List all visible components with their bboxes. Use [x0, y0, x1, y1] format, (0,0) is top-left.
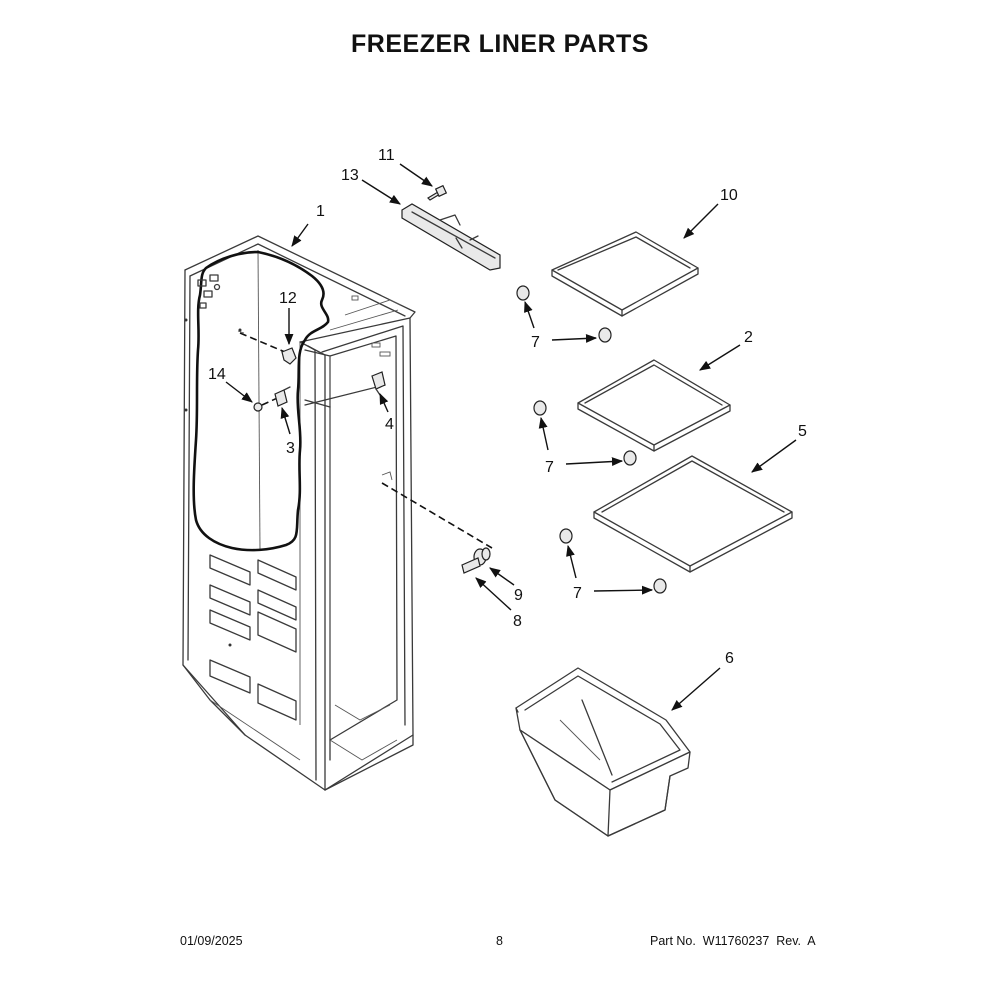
screw-part — [427, 184, 448, 201]
footer-date: 01/09/2025 — [180, 934, 243, 948]
shelf-clips-7 — [516, 285, 667, 594]
leader-arrows — [225, 163, 797, 711]
dashed-mount-line-12 — [237, 330, 286, 353]
footer-part-number: Part No. W11760237 Rev. A — [650, 934, 816, 948]
dashed-mount-line-9 — [381, 471, 493, 549]
callout-10: 10 — [720, 187, 738, 204]
callout-13: 13 — [341, 167, 359, 184]
liner-vent-slots — [209, 554, 297, 721]
callout-7-middle: 7 — [545, 459, 554, 476]
bin-part-6 — [515, 667, 691, 837]
callout-14: 14 — [208, 366, 226, 383]
callout-8: 8 — [513, 613, 522, 630]
callout-7-top: 7 — [531, 334, 540, 351]
shelf-part-5 — [593, 455, 793, 573]
callout-4: 4 — [385, 416, 394, 433]
page-title: FREEZER LINER PARTS — [351, 30, 649, 58]
callout-2: 2 — [744, 329, 753, 346]
clip-part-12 — [281, 347, 297, 365]
rail-bracket-part — [401, 203, 501, 271]
callout-1: 1 — [316, 203, 325, 220]
shelf-part-2 — [577, 359, 731, 452]
screw-part-14 — [253, 394, 285, 412]
callout-9: 9 — [514, 587, 523, 604]
liner-mounting-holes — [184, 274, 242, 647]
clip-part-4 — [371, 371, 386, 396]
footer-page-number: 8 — [496, 934, 503, 948]
bracket-part-3 — [274, 386, 291, 407]
callout-12: 12 — [279, 290, 297, 307]
liner-foam-outline — [192, 250, 330, 552]
callout-7-bottom: 7 — [573, 585, 582, 602]
freezer-liner — [182, 235, 416, 791]
shelf-part-10 — [551, 231, 699, 317]
callout-6: 6 — [725, 650, 734, 667]
screw-part-8 — [461, 557, 481, 574]
callout-3: 3 — [286, 440, 295, 457]
callout-11: 11 — [378, 147, 395, 164]
callout-5: 5 — [798, 423, 807, 440]
